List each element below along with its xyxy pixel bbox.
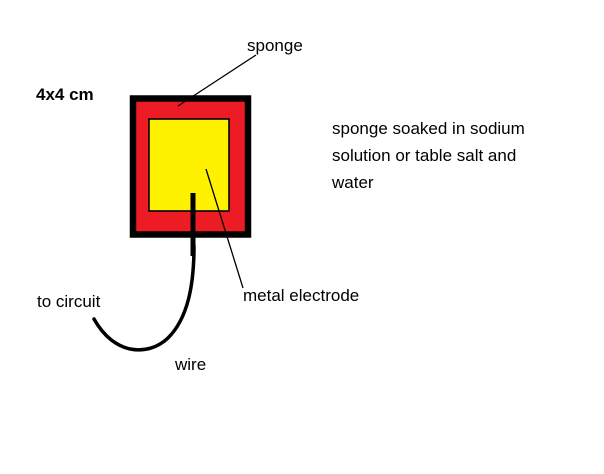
note-text: sponge soaked in sodium solution or tabl… bbox=[332, 115, 525, 196]
sponge-pointer-line bbox=[177, 54, 257, 107]
electrode-square bbox=[148, 118, 230, 212]
metal-electrode-label: metal electrode bbox=[243, 286, 360, 305]
electrode-pointer-line bbox=[205, 168, 244, 289]
wire-label: wire bbox=[175, 355, 207, 374]
wire-curve bbox=[92, 244, 196, 352]
sponge-label: sponge bbox=[247, 36, 303, 55]
note-line-2: solution or table salt and bbox=[332, 146, 517, 165]
size-label: 4x4 cm bbox=[36, 85, 94, 104]
to-circuit-label: to circuit bbox=[37, 292, 101, 311]
note-line-3: water bbox=[332, 173, 374, 192]
note-line-1: sponge soaked in sodium bbox=[332, 119, 525, 138]
